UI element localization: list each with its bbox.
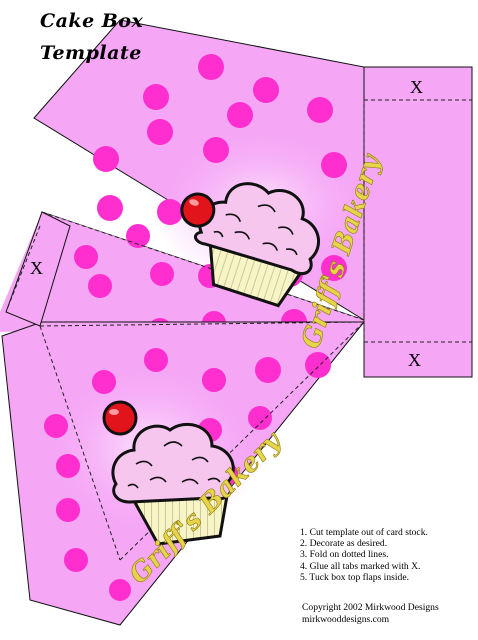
- copyright-text: Copyright 2002 Mirkwood Designs: [302, 602, 439, 613]
- instruction-list: 1. Cut template out of card stock. 2. De…: [300, 527, 428, 583]
- cupcake-icon: [102, 400, 235, 546]
- tab-mark-left: X: [30, 258, 43, 278]
- instruction-item: 2. Decorate as desired.: [300, 538, 388, 550]
- instruction-item: 3. Fold on dotted lines.: [300, 549, 389, 561]
- left-tab: [5, 211, 71, 327]
- copyright-block: Copyright 2002 Mirkwood Designs mirkwood…: [302, 602, 439, 626]
- tab-mark-top: X: [410, 77, 423, 97]
- instruction-item: 4. Glue all tabs marked with X.: [300, 560, 421, 572]
- cupcake-icon: [180, 182, 321, 308]
- instruction-item: 1. Cut template out of card stock.: [300, 527, 428, 538]
- side-strip: [363, 66, 473, 378]
- page-subtitle: Template: [40, 42, 142, 64]
- website-text: mirkwooddesigns.com: [302, 614, 390, 625]
- tab-mark-bottom: X: [408, 350, 421, 370]
- instruction-item: 5. Tuck box top flaps inside.: [300, 571, 410, 583]
- page-title: Cake Box: [40, 10, 144, 32]
